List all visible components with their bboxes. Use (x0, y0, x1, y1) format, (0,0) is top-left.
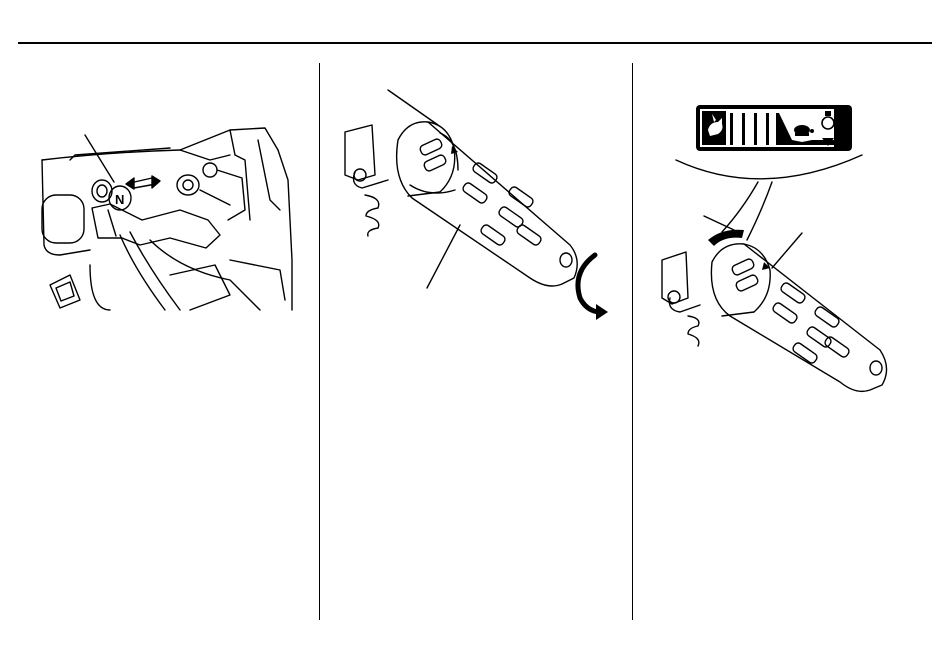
rotation-arrow-icon (596, 304, 608, 320)
rabbit-fast-icon (702, 111, 726, 145)
throttle-grip-figure (330, 80, 620, 325)
top-rule (18, 42, 932, 44)
column-divider-2 (632, 63, 633, 620)
fuel-valve-illustration: N (30, 60, 310, 315)
throttle-indicator-illustration (652, 100, 942, 400)
column-divider-1 (319, 63, 320, 620)
fuel-valve-figure: N (30, 60, 310, 315)
throttle-indicator-figure (652, 100, 942, 400)
n-mark-icon: N (115, 192, 124, 207)
throttle-grip-illustration (330, 80, 620, 325)
